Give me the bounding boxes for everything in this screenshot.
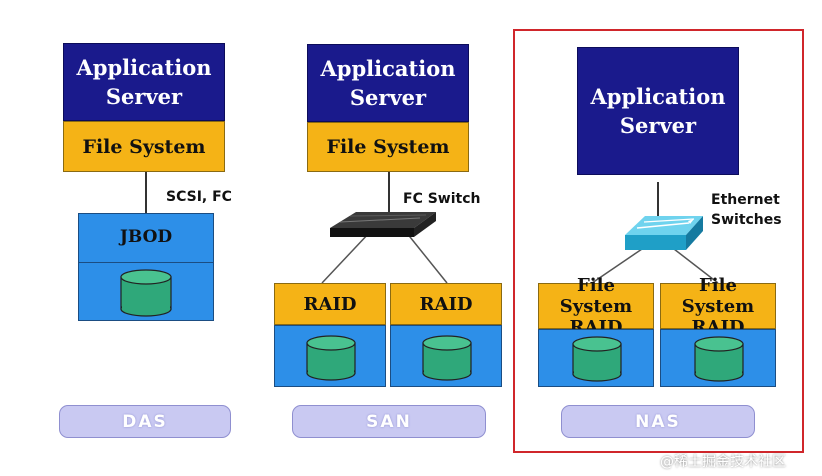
san-link-label: FC Switch	[403, 191, 481, 207]
nas-label-pill: NAS	[561, 405, 755, 438]
nas-link-right	[673, 248, 719, 284]
das-jbod-storage: JBOD	[78, 213, 214, 321]
san-link-left	[321, 231, 371, 284]
watermark: @稀土掘金技术社区	[660, 454, 786, 470]
das-storage-divider	[79, 262, 213, 263]
das-application-server: Application Server	[63, 43, 225, 121]
san-raid-right-storage	[390, 325, 502, 387]
das-storage-label: JBOD	[119, 227, 173, 247]
san-disk-left-icon	[306, 335, 356, 381]
nas-disk-left-icon	[572, 336, 622, 382]
fc-switch-icon	[330, 212, 436, 237]
san-raid-left-storage	[274, 325, 386, 387]
nas-disk-right-icon	[694, 336, 744, 382]
nas-link-left	[591, 248, 643, 284]
san-file-system: File System	[307, 122, 469, 172]
das-link-label: SCSI, FC	[166, 189, 232, 205]
san-label-pill: SAN	[292, 405, 486, 438]
san-disk-right-icon	[422, 335, 472, 381]
san-raid-left-head: RAID	[274, 283, 386, 325]
nas-raid-right-head: File System RAID	[660, 275, 776, 338]
nas-raid-right-storage	[660, 329, 776, 387]
das-label-pill: DAS	[59, 405, 231, 438]
nas-link-label: Ethernet Switches	[711, 192, 782, 228]
nas-raid-left-head: File System RAID	[538, 275, 654, 338]
nas-application-server: Application Server	[577, 47, 739, 175]
nas-highlight-frame	[513, 29, 804, 453]
das-file-system: File System	[63, 121, 225, 172]
nas-raid-left-storage	[538, 329, 654, 387]
san-raid-right-head: RAID	[390, 283, 502, 325]
san-link-right	[405, 231, 448, 284]
san-application-server: Application Server	[307, 44, 469, 122]
ethernet-switch-icon	[625, 216, 703, 250]
das-disk-icon	[120, 269, 172, 317]
